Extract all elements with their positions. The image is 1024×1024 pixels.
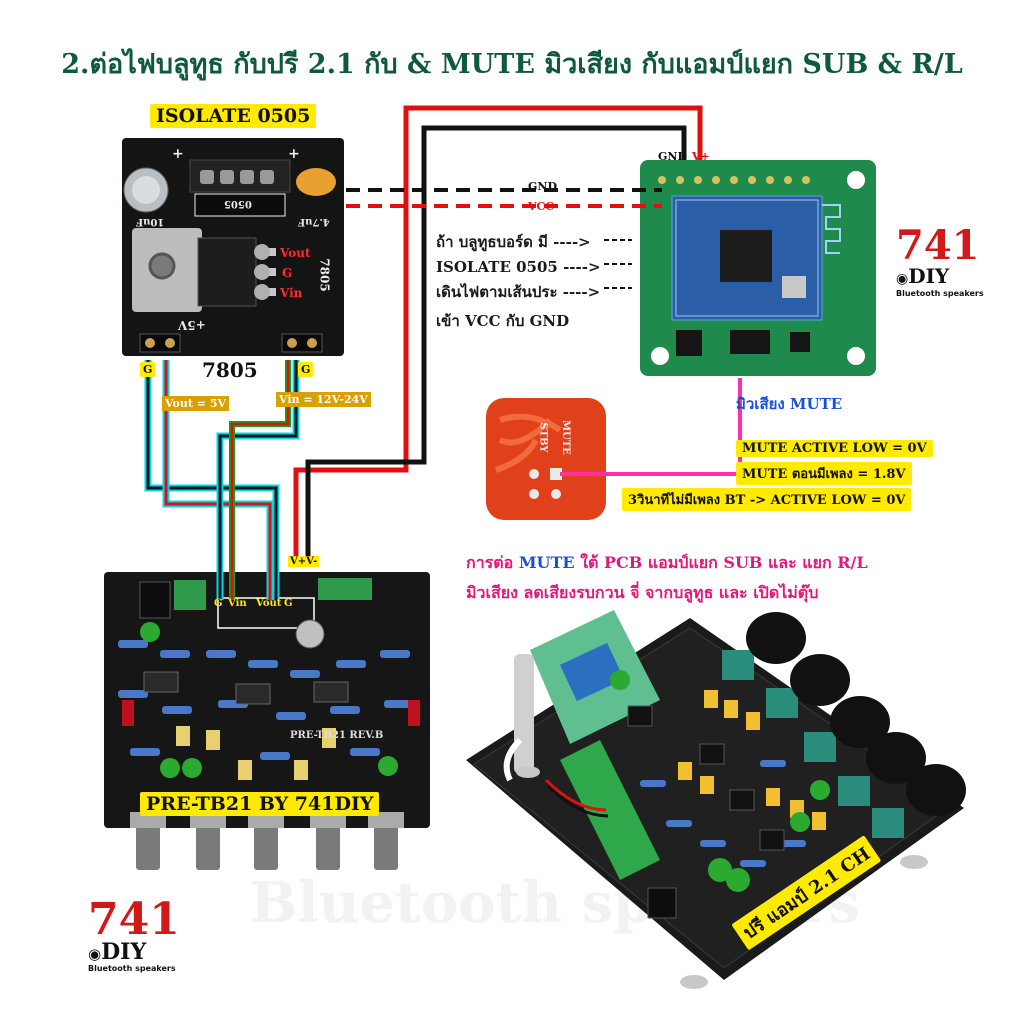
connect-note: การต่อ MUTE ใต้ PCB แอมป์แยก SUB และ แยก… xyxy=(466,548,868,608)
isolate-board xyxy=(122,138,344,356)
pre-board-text: PRE-TB21 REV.B xyxy=(290,730,384,741)
connect-note-line2: มิวเสียง ลดเสียงรบกวน จี่ จากบลูทูธ และ … xyxy=(466,583,819,602)
pre-g1-label: G xyxy=(214,598,223,609)
speaker-icon: ◉ xyxy=(88,945,102,963)
mute-note: 3วินาทีไม่มีเพลง BT -> ACTIVE LOW = 0V xyxy=(622,488,912,511)
plus-left: + xyxy=(172,146,184,162)
wires xyxy=(144,105,742,600)
pin-g: G xyxy=(282,266,293,280)
wire-vcc-dash: VCC xyxy=(528,200,555,213)
wire-g-right: G xyxy=(298,362,314,377)
logo-bottom: 741 ◉DIY Bluetooth speakers xyxy=(88,894,188,974)
logo-sub: Bluetooth speakers xyxy=(88,964,176,973)
cap-left-label: 10uF xyxy=(136,216,165,227)
wire-g-left: G xyxy=(140,362,156,377)
connect-note-b: MUTE xyxy=(518,553,575,572)
wire-vout: Vout = 5V xyxy=(162,396,230,411)
bt-hint-line: เข้า VCC กับ GND xyxy=(436,312,570,330)
wire-vin: Vin = 12V-24V xyxy=(276,392,371,407)
logo-diy: ◉DIY xyxy=(896,264,950,288)
logo-right: 741 ◉DIY Bluetooth speakers xyxy=(896,222,986,299)
pre-vplus-label: V+V- xyxy=(288,556,320,567)
pre-g2-label: G xyxy=(284,598,293,609)
mute-pad-text: MUTE xyxy=(559,420,571,455)
pre-tb21-board xyxy=(104,572,430,870)
wire-vplus-top: V+ xyxy=(692,150,710,163)
bt-hint-line: ถ้า บลูทูธบอร์ด มี ----> xyxy=(436,233,591,251)
wire-gnd-top: GND xyxy=(658,150,687,163)
mute-pad xyxy=(486,398,606,520)
bt-hint: ถ้า บลูทูธบอร์ด มี ----> ISOLATE 0505 --… xyxy=(436,230,601,334)
chip-label: 0505 xyxy=(224,198,252,209)
logo-diy: ◉DIY xyxy=(88,939,147,965)
page-title: 2.ต่อไฟบลูทูธ กับปรี 2.1 กับ & MUTE มิวเ… xyxy=(61,49,963,80)
pin-vin: Vin xyxy=(280,286,303,300)
logo-sub: Bluetooth speakers xyxy=(896,289,984,298)
bt-hint-line: ISOLATE 0505 ----> xyxy=(436,258,601,276)
wire-gnd-dash: GND xyxy=(528,180,557,193)
regulator-label: 7805 xyxy=(202,358,258,382)
pre-label: PRE-TB21 BY 741DIY xyxy=(140,792,380,816)
connect-note-line1: การต่อ MUTE ใต้ PCB แอมป์แยก SUB และ แยก… xyxy=(466,548,868,578)
connect-note-a: การต่อ xyxy=(466,553,514,572)
reg-mark: 7805 xyxy=(317,258,332,292)
logo-number: 741 xyxy=(88,894,180,945)
isolate-label: ISOLATE 0505 xyxy=(150,104,317,128)
mute-label: มิวเสียง MUTE xyxy=(736,395,843,413)
pin-vout: Vout xyxy=(280,246,311,260)
pre-vin-label: Vin xyxy=(228,598,247,609)
cap-right-label: 4.7uF xyxy=(298,216,330,227)
mute-note: MUTE ACTIVE LOW = 0V xyxy=(736,440,933,457)
pre-vout-label: Vout xyxy=(256,598,282,609)
plus5v-label: +5V xyxy=(178,318,206,332)
bluetooth-board xyxy=(640,160,876,376)
mute-pad-text: STBY xyxy=(537,422,549,453)
plus-right: + xyxy=(288,146,300,162)
logo-number: 741 xyxy=(896,222,980,269)
bt-hint-line: เดินไฟตามเส้นประ ----> xyxy=(436,283,601,301)
connect-note-c: ใต้ PCB แอมป์แยก SUB และ แยก R/L xyxy=(580,553,868,572)
amp-board xyxy=(466,610,966,989)
mute-note: MUTE ตอนมีเพลง = 1.8V xyxy=(736,462,912,485)
speaker-icon: ◉ xyxy=(896,271,909,287)
